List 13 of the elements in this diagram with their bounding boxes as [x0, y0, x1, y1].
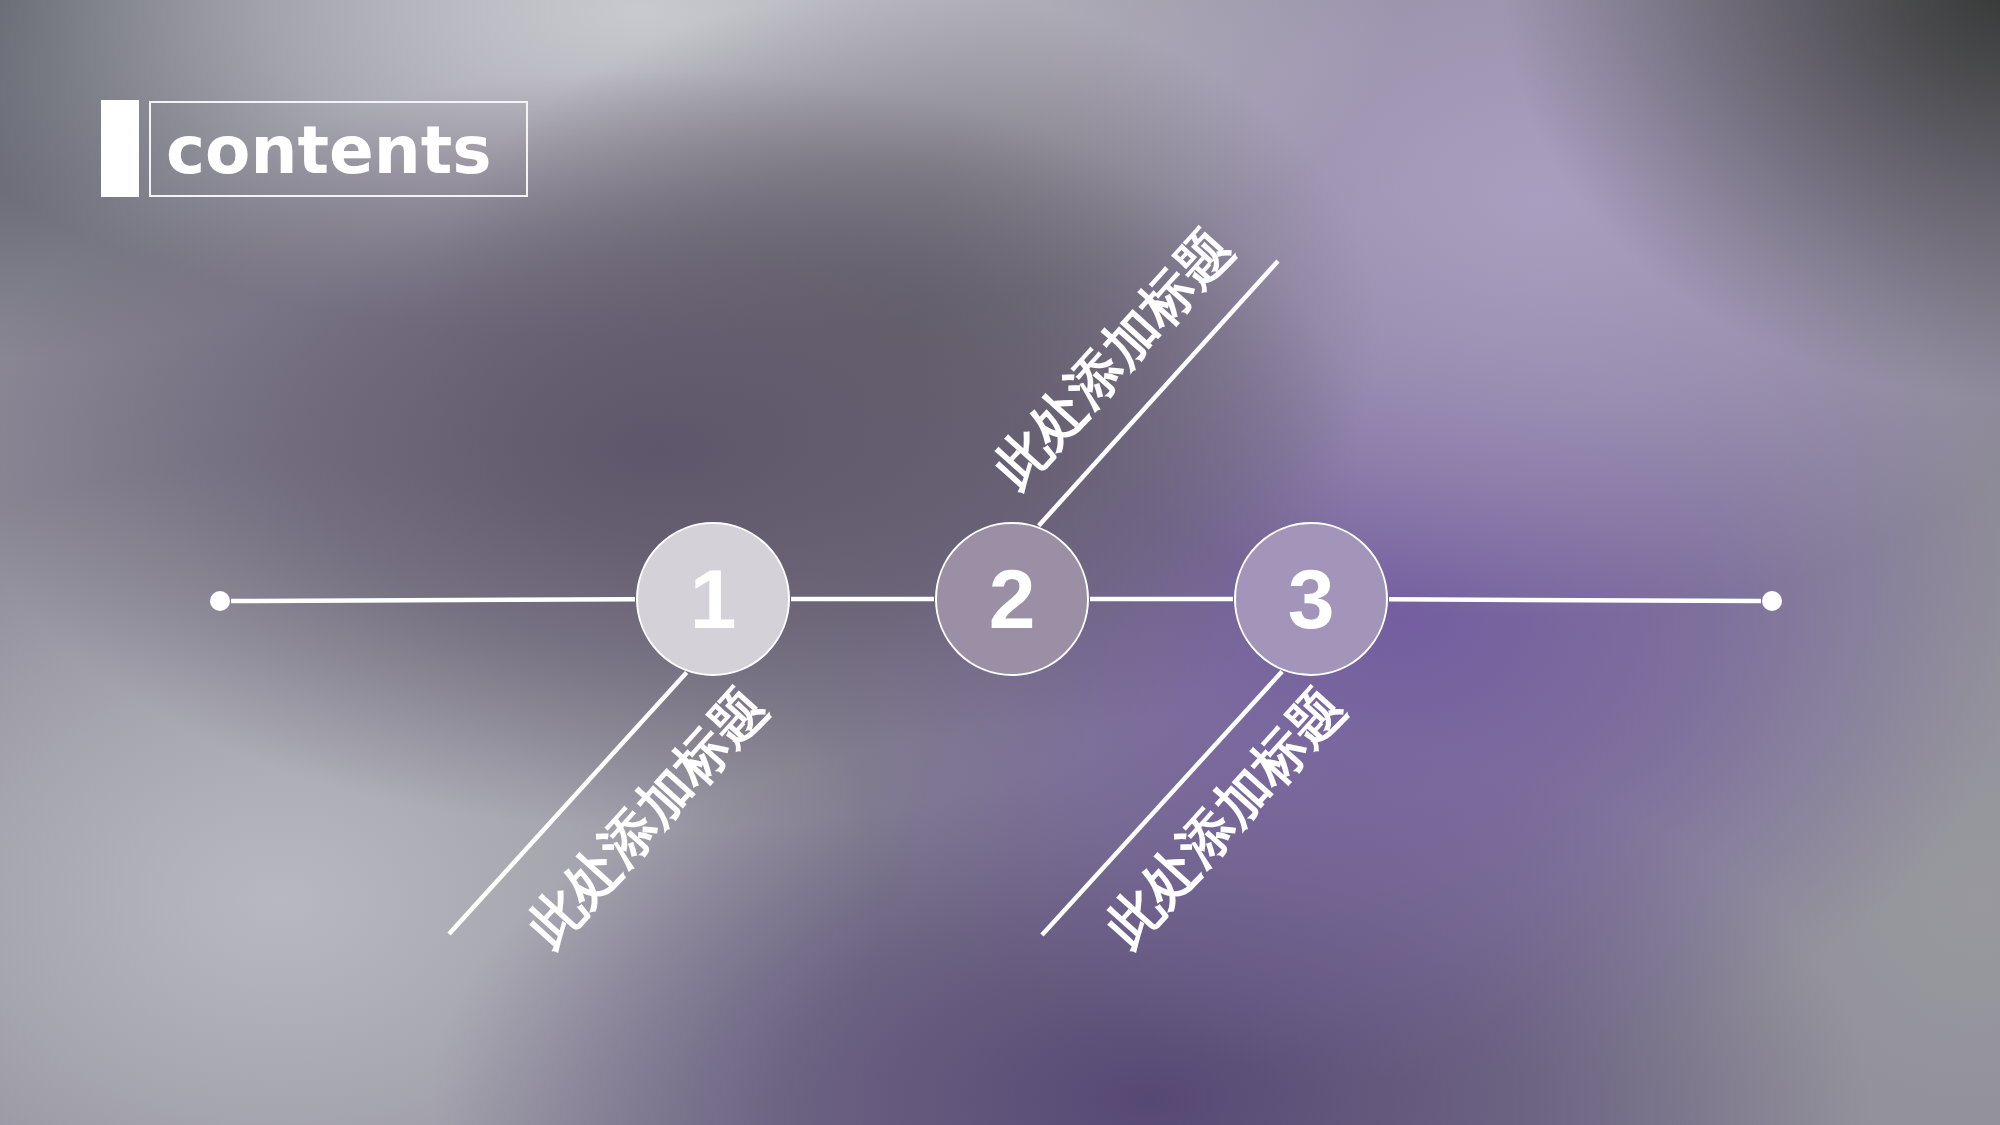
- diagonal-line: [1040, 670, 1284, 937]
- title-box: contents: [149, 101, 528, 197]
- section-title: 此处添加标题: [1094, 676, 1356, 958]
- diagonal-line: [1037, 259, 1280, 528]
- section-title: 此处添加标题: [982, 217, 1244, 499]
- diagonal-line: [447, 670, 689, 936]
- timeline-line: [1389, 597, 1761, 604]
- timeline-line: [791, 596, 934, 602]
- timeline-line: [231, 597, 635, 604]
- step-number: 2: [988, 557, 1036, 641]
- step-number: 3: [1287, 557, 1335, 641]
- timeline-line: [1090, 596, 1233, 602]
- section-title: 此处添加标题: [516, 676, 778, 958]
